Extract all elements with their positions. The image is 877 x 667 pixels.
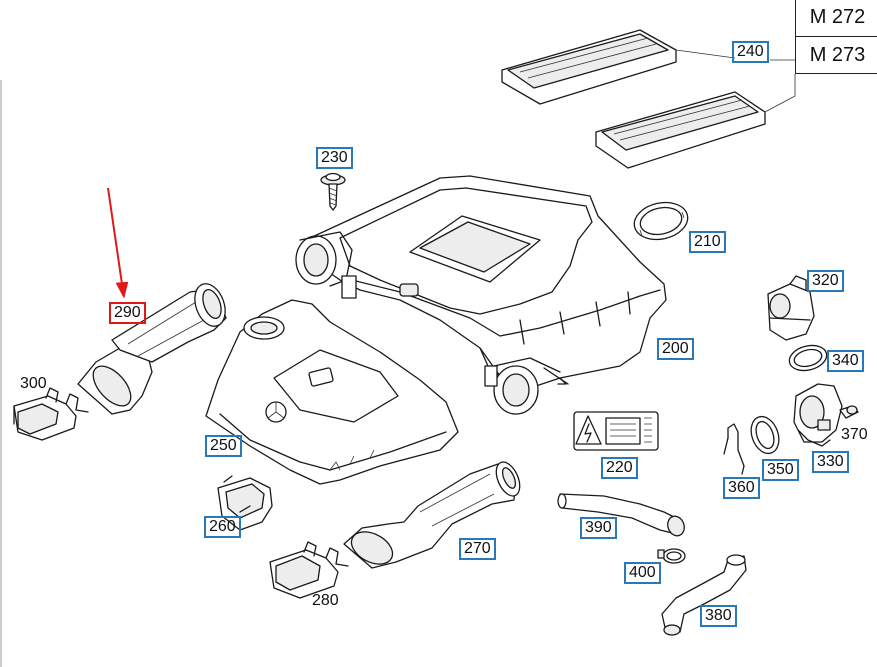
air-intake-duct-290 — [77, 283, 227, 415]
part-label-390[interactable]: 390 — [580, 517, 617, 539]
air-intake-duct-270 — [343, 461, 521, 569]
part-label-380[interactable]: 380 — [700, 605, 737, 627]
part-label-350[interactable]: 350 — [762, 459, 799, 481]
part-label-340[interactable]: 340 — [827, 350, 864, 372]
model-row-m273: M 273 — [796, 36, 877, 74]
hose-clamp-400 — [657, 548, 686, 564]
air-filter-elements-240 — [501, 29, 796, 169]
engine-cover-250 — [205, 299, 459, 485]
part-label-270[interactable]: 270 — [459, 538, 496, 560]
part-label-280[interactable]: 280 — [312, 592, 339, 609]
sensor-housing-330 — [793, 383, 843, 447]
warning-label-220 — [573, 411, 659, 451]
air-mass-sensor-320 — [767, 275, 815, 341]
part-label-330[interactable]: 330 — [812, 451, 849, 473]
part-label-360[interactable]: 360 — [723, 477, 760, 499]
part-label-300[interactable]: 300 — [20, 375, 47, 392]
seal-ring-350 — [750, 415, 780, 455]
bracket-300 — [13, 387, 89, 441]
part-label-370[interactable]: 370 — [841, 426, 868, 443]
engine-model-table: M 272 M 273 — [795, 0, 877, 74]
highlight-arrow — [107, 187, 129, 299]
part-label-210[interactable]: 210 — [689, 231, 726, 253]
part-label-260[interactable]: 260 — [204, 516, 241, 538]
wire-clip-360 — [723, 423, 745, 475]
hose-390 — [557, 493, 685, 537]
part-label-320[interactable]: 320 — [807, 270, 844, 292]
part-label-230[interactable]: 230 — [316, 147, 353, 169]
screw-230 — [320, 172, 346, 211]
part-label-250[interactable]: 250 — [205, 435, 242, 457]
seal-ring-210 — [633, 201, 689, 241]
model-row-m272: M 272 — [809, 6, 866, 28]
part-label-200[interactable]: 200 — [657, 338, 694, 360]
part-label-290[interactable]: 290 — [109, 302, 146, 324]
part-label-220[interactable]: 220 — [601, 457, 638, 479]
hose-380 — [661, 554, 747, 636]
part-label-400[interactable]: 400 — [624, 562, 661, 584]
air-filter-housing-200 — [295, 175, 667, 415]
part-label-240[interactable]: 240 — [732, 41, 769, 63]
bracket-280 — [269, 541, 349, 599]
plug-370 — [839, 405, 859, 419]
ring-340 — [788, 344, 828, 372]
